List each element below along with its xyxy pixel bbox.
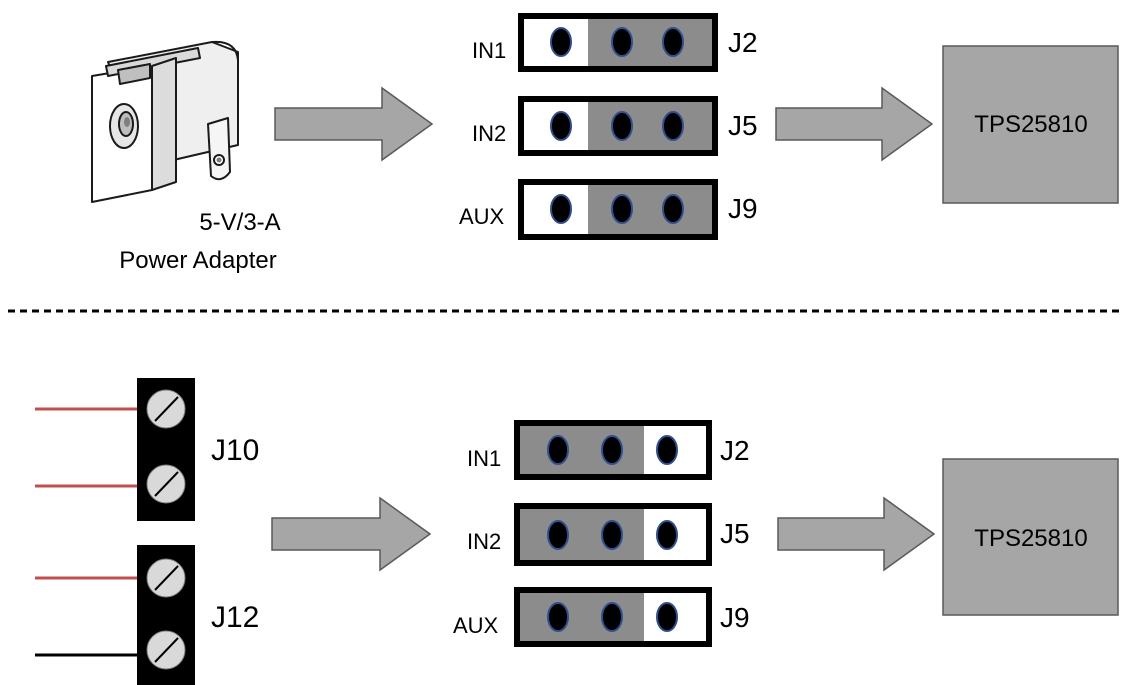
- header-pin: [550, 27, 572, 57]
- header-pin: [656, 435, 678, 465]
- header-designator: J5: [720, 518, 750, 549]
- adapter-label-line2: Power Adapter: [119, 247, 276, 274]
- header-input-label: IN2: [472, 121, 506, 146]
- header-pin: [611, 194, 633, 224]
- screw-icon: [146, 464, 186, 504]
- flow-arrow: [274, 86, 434, 162]
- header-pin: [550, 194, 572, 224]
- header-pin: [547, 435, 569, 465]
- header-input-label: AUX: [453, 613, 499, 638]
- flow-arrow: [775, 86, 934, 162]
- header-pin: [601, 520, 623, 550]
- screw-icon: [146, 389, 186, 429]
- header-pin: [662, 194, 684, 224]
- header-pin: [611, 27, 633, 57]
- terminal-designator: J12: [211, 601, 259, 634]
- terminal-block: [35, 378, 195, 521]
- tps25810-label: TPS25810: [974, 111, 1087, 138]
- header-input-label: IN2: [467, 529, 501, 554]
- header-pin: [611, 111, 633, 141]
- header-pin: [547, 602, 569, 632]
- flow-arrow: [271, 496, 432, 572]
- screw-icon: [146, 558, 186, 598]
- header-pin: [601, 435, 623, 465]
- jumper-header: [514, 420, 712, 480]
- header-input-label: AUX: [459, 204, 505, 229]
- header-input-label: IN1: [467, 446, 501, 471]
- terminal-block: [35, 545, 195, 685]
- jumper-header: [514, 503, 712, 566]
- terminal-designator: J10: [211, 434, 259, 467]
- header-input-label: IN1: [472, 38, 506, 63]
- header-pin: [656, 520, 678, 550]
- jumper-header: [518, 13, 718, 72]
- screw-icon: [146, 630, 186, 670]
- header-designator: J2: [728, 27, 758, 58]
- header-pin: [601, 602, 623, 632]
- jumper-header: [518, 179, 718, 240]
- jumper-header: [518, 96, 718, 156]
- jumper-header: [514, 587, 712, 647]
- dc-barrel-jack-icon: [91, 40, 239, 203]
- header-pin: [550, 111, 572, 141]
- header-designator: J5: [728, 110, 758, 141]
- flow-arrow: [777, 496, 936, 572]
- header-pin: [656, 602, 678, 632]
- header-designator: J9: [720, 602, 750, 633]
- tps25810-block: [942, 458, 1119, 616]
- header-designator: J9: [728, 193, 758, 224]
- header-pin: [662, 27, 684, 57]
- header-designator: J2: [720, 435, 750, 466]
- header-pin: [662, 111, 684, 141]
- header-pin: [547, 520, 569, 550]
- adapter-label-line1: 5-V/3-A: [199, 209, 280, 236]
- tps25810-label: TPS25810: [974, 525, 1087, 552]
- tps25810-block: [942, 45, 1119, 204]
